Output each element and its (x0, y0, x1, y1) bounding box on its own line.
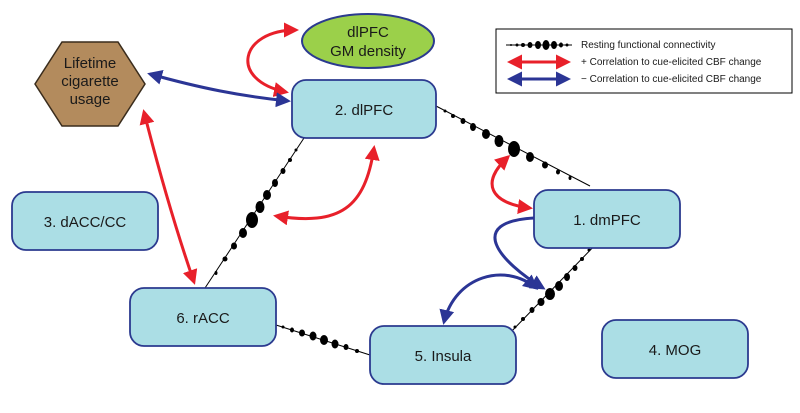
gm-density-ellipse: dlPFC GM density (301, 13, 435, 69)
node-mog: 4. MOG (601, 319, 749, 379)
resting-line-insula-dmpfc (507, 239, 601, 336)
legend-resting-label: Resting functional connectivity (581, 40, 716, 51)
gm-density-label-line1: dlPFC (347, 24, 389, 41)
node-racc: 6. rACC (129, 287, 277, 347)
node-dlpfc-label: 2. dlPFC (335, 102, 394, 119)
node-dlpfc: 2. dlPFC (291, 79, 437, 139)
node-insula-label: 5. Insula (415, 348, 472, 365)
arrow-dlpfc-racc-region (273, 145, 380, 226)
legend: Resting functional connectivity + Correl… (495, 28, 793, 94)
cigarette-label-line1: Lifetime (64, 55, 117, 72)
node-dmpfc: 1. dmPFC (533, 189, 681, 249)
legend-resting-sample (506, 40, 572, 50)
node-insula: 5. Insula (369, 325, 517, 385)
node-racc-label: 6. rACC (176, 310, 230, 327)
legend-positive-label: + Correlation to cue-elicited CBF change (581, 57, 762, 68)
node-dacc-cc-label: 3. dACC/CC (44, 214, 127, 231)
arrow-cigarette-dlpfc (147, 70, 291, 108)
arrow-insula-connectivity (439, 273, 539, 325)
node-mog-label: 4. MOG (649, 342, 702, 359)
positive-correlation-arrows (139, 22, 533, 285)
arrow-gm-density-dlpfc (246, 22, 299, 97)
node-dmpfc-label: 1. dmPFC (573, 212, 641, 229)
legend-negative-label: − Correlation to cue-elicited CBF change (581, 74, 762, 85)
gm-density-label-line2: GM density (330, 43, 406, 60)
arrow-cigarette-racc (139, 109, 198, 285)
cigarette-usage-hexagon: Lifetime cigarette usage (34, 41, 146, 127)
cigarette-label-line2: cigarette (61, 73, 119, 90)
arrow-dlpfc-dmpfc-region (490, 154, 533, 214)
negative-correlation-arrows (147, 70, 546, 325)
cigarette-label-line3: usage (70, 91, 111, 108)
node-dacc-cc: 3. dACC/CC (11, 191, 159, 251)
